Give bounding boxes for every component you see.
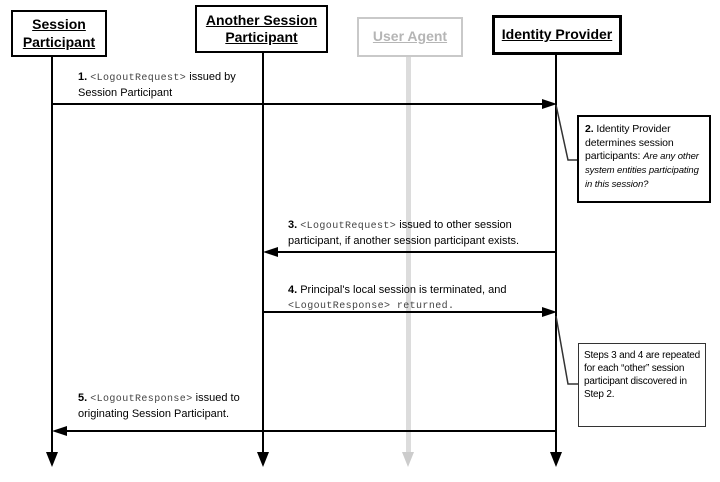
message-1-element: <LogoutRequest> [90, 73, 187, 84]
actor-box-identity-provider: Identity Provider [492, 15, 622, 55]
note-connector-step-2 [555, 104, 577, 161]
lifeline-arrowhead-identity-provider [550, 452, 562, 467]
message-5-line [66, 430, 556, 432]
message-1-text: issued by Session Participant [78, 71, 236, 99]
lifeline-arrowhead-session-participant [46, 452, 58, 467]
message-3-element: <LogoutRequest> [300, 221, 397, 232]
note-steps-3-4-repeat: Steps 3 and 4 are repeated for each “oth… [578, 343, 706, 427]
message-4-element: <LogoutResponse> returned. [288, 300, 455, 312]
message-5-label: 5.<LogoutResponse> issued to originating… [78, 391, 278, 421]
message-5-text: issued to originating Session Participan… [78, 392, 240, 420]
lifeline-arrowhead-another-session-participant [257, 452, 269, 467]
note-connector-steps-3-4 [555, 315, 578, 385]
lifeline-identity-provider [555, 55, 557, 455]
note-steps-3-4-text: Steps 3 and 4 are repeated for each “oth… [584, 350, 701, 400]
actor-box-user-agent: User Agent [357, 17, 463, 57]
message-4-label: 4.Principal's local session is terminate… [288, 283, 556, 313]
message-4-pre: Principal's local session is terminated,… [300, 284, 507, 296]
lifeline-user-agent [406, 57, 411, 455]
lifeline-session-participant [51, 57, 53, 455]
actor-box-session-participant: Session Participant [11, 10, 107, 57]
message-4-line [263, 311, 542, 313]
actor-box-another-session-participant: Another Session Participant [195, 5, 328, 53]
message-5-arrowhead [52, 426, 67, 436]
message-4-number: 4. [288, 284, 298, 296]
message-3-label: 3.<LogoutRequest> issued to other sessio… [288, 218, 560, 248]
note-step-2: 2. Identity Provider determines session … [577, 115, 711, 203]
actor-label-another-session-participant: Another Session Participant [205, 11, 318, 46]
message-5-element: <LogoutResponse> [90, 394, 193, 405]
note-step-2-italic-text: Are any other system entities participat… [585, 151, 699, 190]
message-1-number: 1. [78, 71, 88, 83]
actor-label-identity-provider: Identity Provider [501, 26, 613, 43]
message-5-number: 5. [78, 392, 88, 404]
actor-label-user-agent: User Agent [372, 28, 448, 45]
message-3-line [277, 251, 556, 253]
message-1-line [52, 103, 544, 105]
message-3-arrowhead [263, 247, 278, 257]
note-step-2-number: 2. [585, 123, 594, 135]
lifeline-arrowhead-user-agent [402, 452, 414, 467]
message-1-arrowhead [542, 99, 557, 109]
message-3-text: issued to other session participant, if … [288, 219, 520, 247]
message-4-arrowhead [542, 307, 557, 317]
message-1-label: 1.<LogoutRequest> issued by Session Part… [78, 70, 273, 100]
note-step-2-text: Identity Provider determines session par… [585, 123, 674, 163]
actor-label-session-participant: Session Participant [22, 16, 96, 50]
message-3-number: 3. [288, 219, 298, 231]
